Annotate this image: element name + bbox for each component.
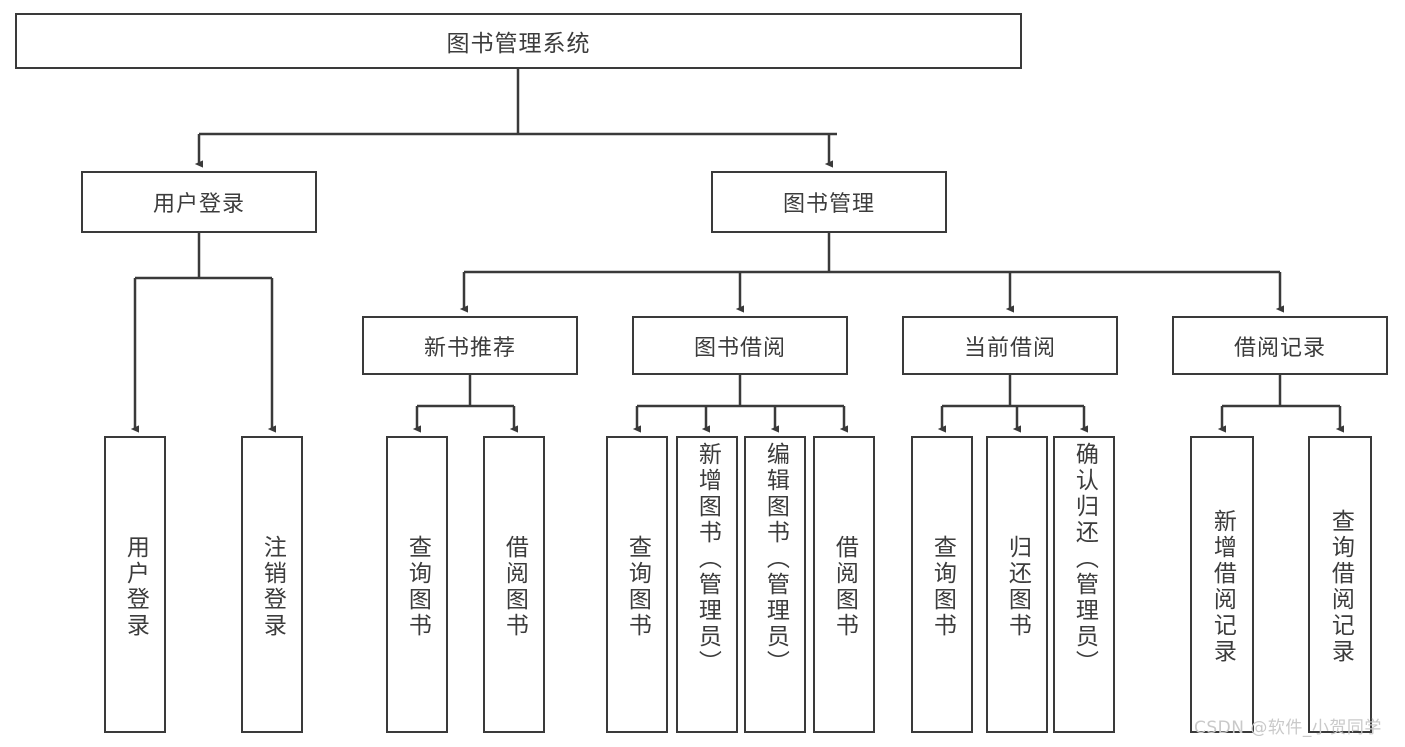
node-leaf-edit-book[interactable]: 编辑图书（管理员） (744, 436, 806, 733)
node-book-manage[interactable]: 图书管理 (711, 171, 947, 233)
node-leaf-add-record[interactable]: 新增借阅记录 (1190, 436, 1254, 733)
node-root[interactable]: 图书管理系统 (15, 13, 1022, 69)
node-user-login[interactable]: 用户登录 (81, 171, 317, 233)
node-book-borrow-label: 图书借阅 (693, 335, 786, 361)
node-leaf-confirm-return-label: 确认归还（管理员） (1071, 442, 1098, 676)
node-current-borrow[interactable]: 当前借阅 (902, 316, 1118, 375)
node-root-label: 图书管理系统 (446, 31, 591, 57)
node-leaf-add-record-label: 新增借阅记录 (1209, 508, 1236, 665)
node-leaf-confirm-return[interactable]: 确认归还（管理员） (1053, 436, 1115, 733)
node-new-book-rec[interactable]: 新书推荐 (362, 316, 578, 375)
node-leaf-add-book-label: 新增图书（管理员） (694, 442, 721, 676)
node-leaf-user-login-label: 用户登录 (122, 534, 149, 639)
node-leaf-edit-book-label: 编辑图书（管理员） (762, 442, 789, 676)
node-current-borrow-label: 当前借阅 (963, 335, 1056, 361)
node-book-borrow[interactable]: 图书借阅 (632, 316, 848, 375)
node-leaf-query-book-3[interactable]: 查询图书 (911, 436, 973, 733)
node-leaf-query-book-2-label: 查询图书 (624, 534, 651, 639)
node-borrow-record[interactable]: 借阅记录 (1172, 316, 1388, 375)
node-leaf-return-book-label: 归还图书 (1004, 534, 1031, 639)
node-leaf-logout-label: 注销登录 (259, 534, 286, 639)
node-leaf-query-record[interactable]: 查询借阅记录 (1308, 436, 1372, 733)
node-leaf-return-book[interactable]: 归还图书 (986, 436, 1048, 733)
node-leaf-query-book-3-label: 查询图书 (929, 534, 956, 639)
node-leaf-query-book-2[interactable]: 查询图书 (606, 436, 668, 733)
node-new-book-rec-label: 新书推荐 (423, 335, 516, 361)
node-leaf-add-book[interactable]: 新增图书（管理员） (676, 436, 738, 733)
node-leaf-query-book-1-label: 查询图书 (404, 534, 431, 639)
node-leaf-query-book-1[interactable]: 查询图书 (386, 436, 448, 733)
node-leaf-borrow-book-1-label: 借阅图书 (501, 534, 528, 639)
node-book-manage-label: 图书管理 (782, 192, 875, 217)
node-leaf-query-record-label: 查询借阅记录 (1327, 508, 1354, 665)
csdn-watermark: CSDN @软件_小贺同学 (1194, 718, 1382, 738)
node-leaf-borrow-book-2-label: 借阅图书 (831, 534, 858, 639)
node-leaf-borrow-book-2[interactable]: 借阅图书 (813, 436, 875, 733)
node-leaf-borrow-book-1[interactable]: 借阅图书 (483, 436, 545, 733)
node-leaf-logout[interactable]: 注销登录 (241, 436, 303, 733)
node-user-login-label: 用户登录 (152, 192, 245, 217)
node-borrow-record-label: 借阅记录 (1233, 335, 1326, 361)
node-leaf-user-login[interactable]: 用户登录 (104, 436, 166, 733)
